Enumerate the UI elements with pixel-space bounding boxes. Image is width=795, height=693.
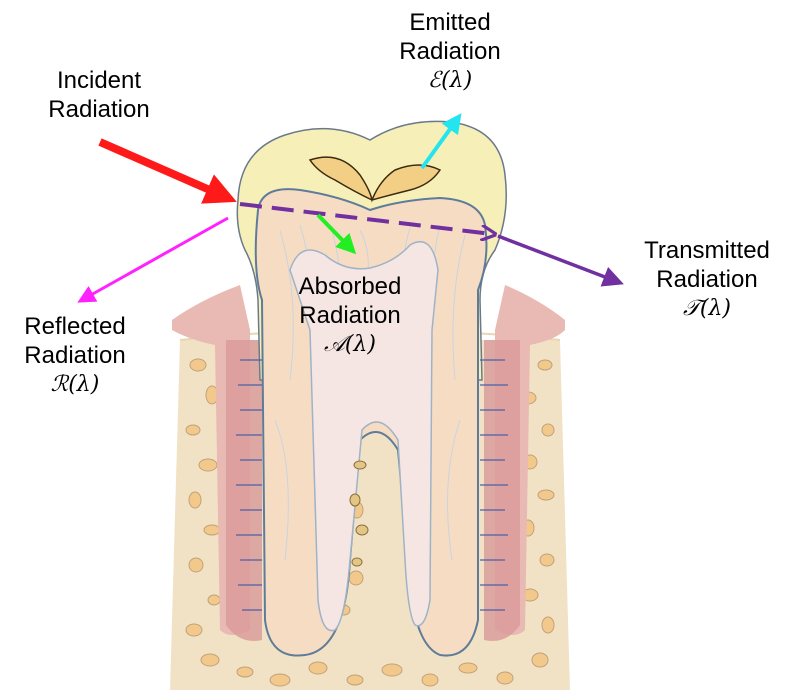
reflected-label: Reflected Radiation ℛ(λ): [0, 312, 150, 399]
incident-line2: Radiation: [24, 95, 174, 124]
incident-line1: Incident: [24, 66, 174, 95]
emitted-line1: Emitted: [385, 8, 515, 37]
transmitted-label: Transmitted Radiation 𝒯(λ): [622, 236, 792, 323]
absorbed-label: Absorbed Radiation 𝒜(λ): [280, 272, 420, 359]
transmitted-arrow: [498, 236, 618, 282]
absorbed-symbol: 𝒜(λ): [280, 330, 420, 359]
transmitted-symbol: 𝒯(λ): [622, 294, 792, 323]
transmitted-line1: Transmitted: [622, 236, 792, 265]
emitted-symbol: ℰ(λ): [385, 66, 515, 95]
reflected-line2: Radiation: [0, 341, 150, 370]
emitted-line2: Radiation: [385, 37, 515, 66]
emitted-label: Emitted Radiation ℰ(λ): [385, 8, 515, 95]
reflected-symbol: ℛ(λ): [0, 370, 150, 399]
reflected-line1: Reflected: [0, 312, 150, 341]
incident-label: Incident Radiation: [24, 66, 174, 124]
reflected-arrow: [82, 218, 228, 300]
absorbed-line1: Absorbed: [280, 272, 420, 301]
incident-arrow: [100, 142, 228, 198]
absorbed-line2: Radiation: [280, 301, 420, 330]
transmitted-line2: Radiation: [622, 265, 792, 294]
